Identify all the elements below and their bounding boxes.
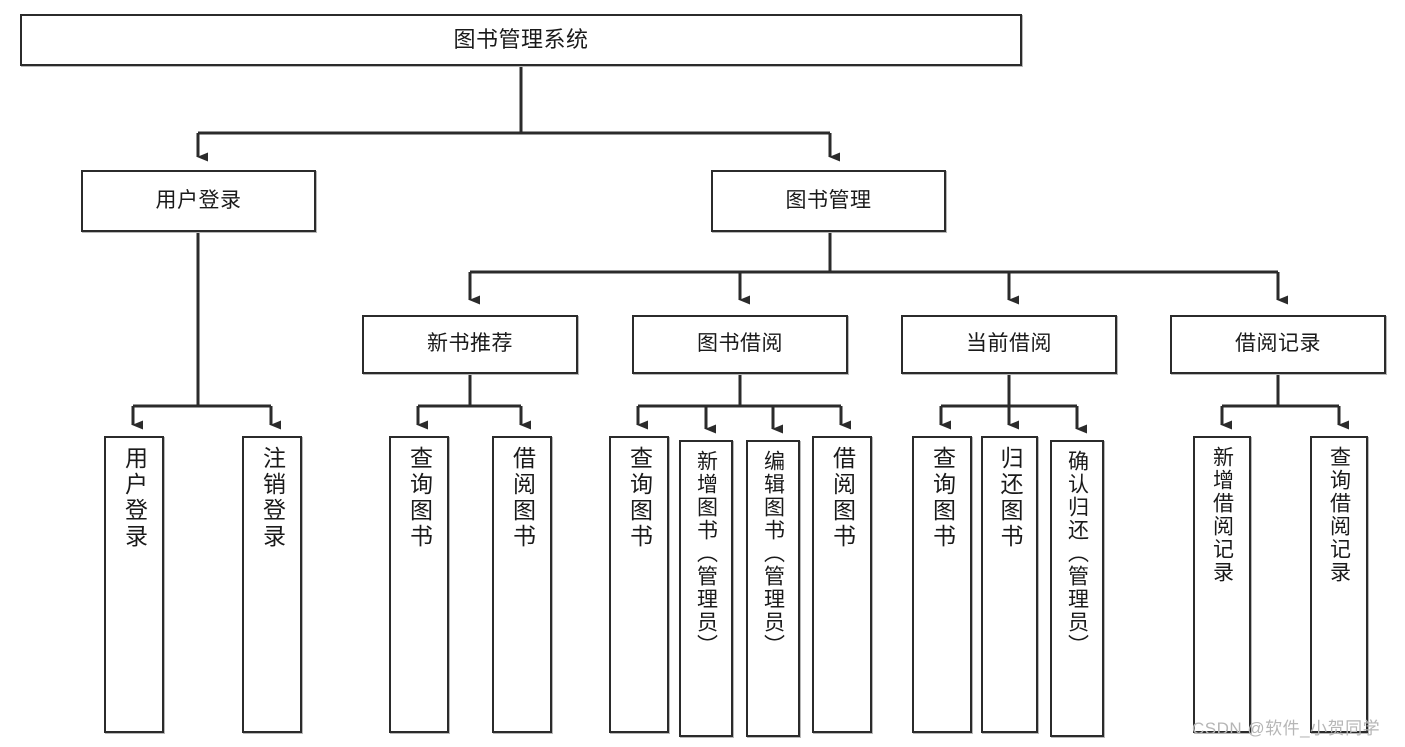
- node-leaf-query-book-3[interactable]: 查询图书: [912, 436, 972, 733]
- node-leaf-query-record[interactable]: 查询借阅记录: [1310, 436, 1368, 733]
- node-leaf-borrow-book-1-label: 借阅图书: [509, 446, 536, 550]
- node-new-book-recommend-label: 新书推荐: [427, 332, 513, 356]
- node-leaf-add-record-label: 新增借阅记录: [1210, 446, 1234, 584]
- node-borrow-record[interactable]: 借阅记录: [1170, 315, 1386, 374]
- node-root-label: 图书管理系统: [453, 27, 589, 53]
- node-leaf-logout-login[interactable]: 注销登录: [242, 436, 302, 733]
- node-leaf-user-login-label: 用户登录: [121, 446, 148, 550]
- node-user-login[interactable]: 用户登录: [81, 170, 316, 232]
- node-leaf-add-book-label: 新增图书（管理员）: [694, 450, 718, 657]
- node-leaf-query-book-1[interactable]: 查询图书: [389, 436, 449, 733]
- node-user-login-label: 用户登录: [155, 188, 242, 212]
- node-leaf-borrow-book-2[interactable]: 借阅图书: [812, 436, 872, 733]
- node-leaf-query-book-3-label: 查询图书: [929, 446, 956, 550]
- node-leaf-confirm-return-label: 确认归还（管理员）: [1065, 450, 1089, 657]
- node-leaf-confirm-return[interactable]: 确认归还（管理员）: [1050, 440, 1104, 737]
- node-new-book-recommend[interactable]: 新书推荐: [362, 315, 578, 374]
- node-book-borrow-label: 图书借阅: [697, 332, 783, 356]
- node-leaf-return-book[interactable]: 归还图书: [981, 436, 1038, 733]
- node-leaf-edit-book[interactable]: 编辑图书（管理员）: [746, 440, 800, 737]
- node-borrow-record-label: 借阅记录: [1235, 332, 1321, 356]
- node-book-management-label: 图书管理: [785, 188, 872, 212]
- node-root[interactable]: 图书管理系统: [20, 14, 1022, 66]
- node-leaf-logout-login-label: 注销登录: [259, 446, 286, 550]
- node-leaf-user-login[interactable]: 用户登录: [104, 436, 164, 733]
- node-leaf-edit-book-label: 编辑图书（管理员）: [761, 450, 785, 657]
- node-book-borrow[interactable]: 图书借阅: [632, 315, 848, 374]
- node-leaf-return-book-label: 归还图书: [997, 446, 1023, 550]
- csdn-watermark: CSDN @软件_小贺同学: [1192, 719, 1381, 738]
- node-leaf-query-book-2[interactable]: 查询图书: [609, 436, 669, 733]
- node-current-borrow[interactable]: 当前借阅: [901, 315, 1117, 374]
- node-book-management[interactable]: 图书管理: [711, 170, 946, 232]
- node-leaf-borrow-book-1[interactable]: 借阅图书: [492, 436, 552, 733]
- node-leaf-query-book-2-label: 查询图书: [626, 446, 653, 550]
- node-current-borrow-label: 当前借阅: [966, 332, 1052, 356]
- node-leaf-add-book[interactable]: 新增图书（管理员）: [679, 440, 733, 737]
- node-leaf-query-book-1-label: 查询图书: [406, 446, 433, 550]
- node-leaf-add-record[interactable]: 新增借阅记录: [1193, 436, 1251, 733]
- node-leaf-borrow-book-2-label: 借阅图书: [829, 446, 856, 550]
- node-leaf-query-record-label: 查询借阅记录: [1327, 446, 1351, 584]
